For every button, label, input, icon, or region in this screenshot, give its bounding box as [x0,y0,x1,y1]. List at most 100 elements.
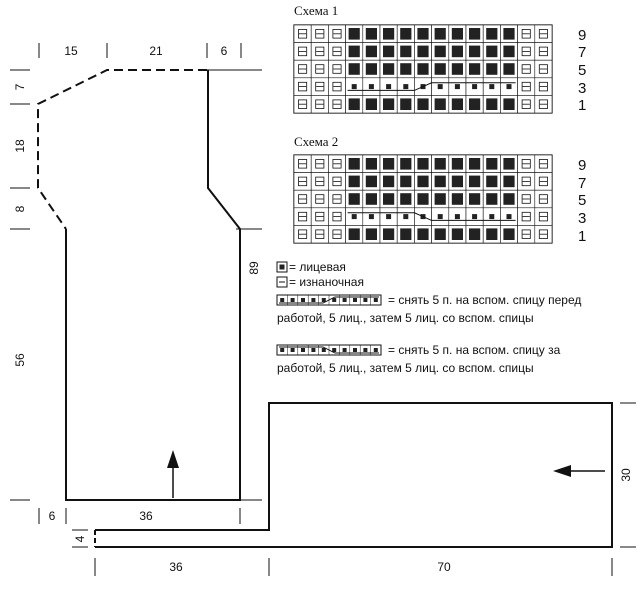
chart-2-row-3: 3 [578,210,586,227]
cable-cross-line [347,82,516,91]
purl-stitch [298,99,308,109]
knit-stitch [503,175,515,188]
knit-stitch [348,98,360,110]
purl-stitch [332,176,342,187]
knit-stitch [451,158,463,170]
purl-stitch [521,29,531,39]
knit-stitch [486,63,498,75]
knit-stitch [348,28,360,40]
chart-2-row-1: 1 [578,228,586,245]
knit-stitch [469,158,481,170]
dim-sleeve-36: 36 [169,560,183,574]
cable-stitch [403,84,409,90]
knit-stitch [417,45,429,58]
knit-stitch [503,63,515,75]
cable-symbol-stitch [373,348,378,352]
legend-cable-back-line1: = снять 5 п. на вспом. спицу за [388,343,561,357]
purl-stitch [315,46,325,57]
purl-stitch [521,159,531,169]
knit-stitch [400,228,412,240]
knit-stitch [469,63,481,75]
knit-stitch [383,158,395,170]
knit-stitch [417,175,429,188]
knit-stitch [417,98,429,110]
purl-stitch [538,194,548,204]
cable-stitch [489,84,495,90]
sleeve-outline [95,402,613,548]
cable-symbol-stitch [290,298,295,302]
knit-stitch [486,175,498,188]
knit-stitch [400,45,412,58]
cable-stitch [489,214,495,220]
cable-symbol-stitch [311,298,316,302]
knit-stitch [469,228,481,240]
purl-stitch [332,159,342,169]
purl-stitch [332,99,342,109]
cable-symbol-stitch [342,348,347,352]
knit-stitch [486,45,498,58]
chart-2-row-5: 5 [578,192,586,209]
knit-stitch [451,45,463,58]
knit-stitch [400,63,412,75]
knit-symbol-icon [276,261,288,273]
purl-stitch [538,159,548,169]
knit-stitch [434,45,446,58]
purl-stitch [538,46,548,57]
knit-stitch [434,63,446,75]
knit-stitch [400,28,412,40]
purl-stitch [315,64,325,74]
knit-stitch [486,228,498,240]
knit-stitch [434,193,446,205]
purl-stitch [298,29,308,39]
purl-stitch [538,99,548,109]
knit-stitch [417,63,429,75]
sleeve-dimension-ticks [72,402,636,576]
knit-stitch [469,193,481,205]
knit-stitch [417,193,429,205]
chart-1-grid [293,24,553,114]
cable-symbol-stitch [321,298,326,302]
knit-stitch [400,98,412,110]
purl-stitch [521,46,531,57]
chart-2-row-9: 9 [578,157,586,174]
cable-stitch [472,214,478,220]
knit-stitch [383,98,395,110]
dim-left-7: 7 [13,83,27,90]
knit-stitch [417,158,429,170]
legend: = лицевая = изнаночная = снять 5 п. на в… [276,260,581,375]
knit-stitch [451,98,463,110]
purl-stitch [332,194,342,204]
knit-stitch [503,45,515,58]
knit-stitch [365,193,377,205]
knit-stitch [486,28,498,40]
cable-symbol-stitch [332,348,337,352]
knit-stitch [469,175,481,188]
purl-stitch [538,64,548,74]
legend-purl-label: = изнаночная [289,275,364,289]
purl-stitch [298,46,308,57]
knit-stitch [365,98,377,110]
knit-stitch [503,228,515,240]
knit-stitch [469,98,481,110]
purl-stitch [315,176,325,187]
knit-stitch [503,98,515,110]
knit-stitch [383,63,395,75]
knit-stitch [469,28,481,40]
cable-stitch [386,214,392,220]
dim-sleeve-4: 4 [73,535,87,542]
chart-1-row-3: 3 [578,80,586,97]
knit-stitch [434,228,446,240]
purl-stitch [315,99,325,109]
cable-stitch [368,214,374,220]
purl-symbol-icon [276,276,288,288]
knit-stitch [348,228,360,240]
purl-stitch [298,64,308,74]
cable-stitch [454,84,460,90]
purl-stitch [521,176,531,187]
cable-symbol-cross [279,296,379,304]
legend-cable-front-line1: = снять 5 п. на вспом. спицу перед [388,293,581,307]
cable-symbol-stitch [290,348,295,352]
chart-2-title: Схема 2 [294,134,338,149]
knit-stitch [348,175,360,188]
cable-cross-line [347,212,516,221]
